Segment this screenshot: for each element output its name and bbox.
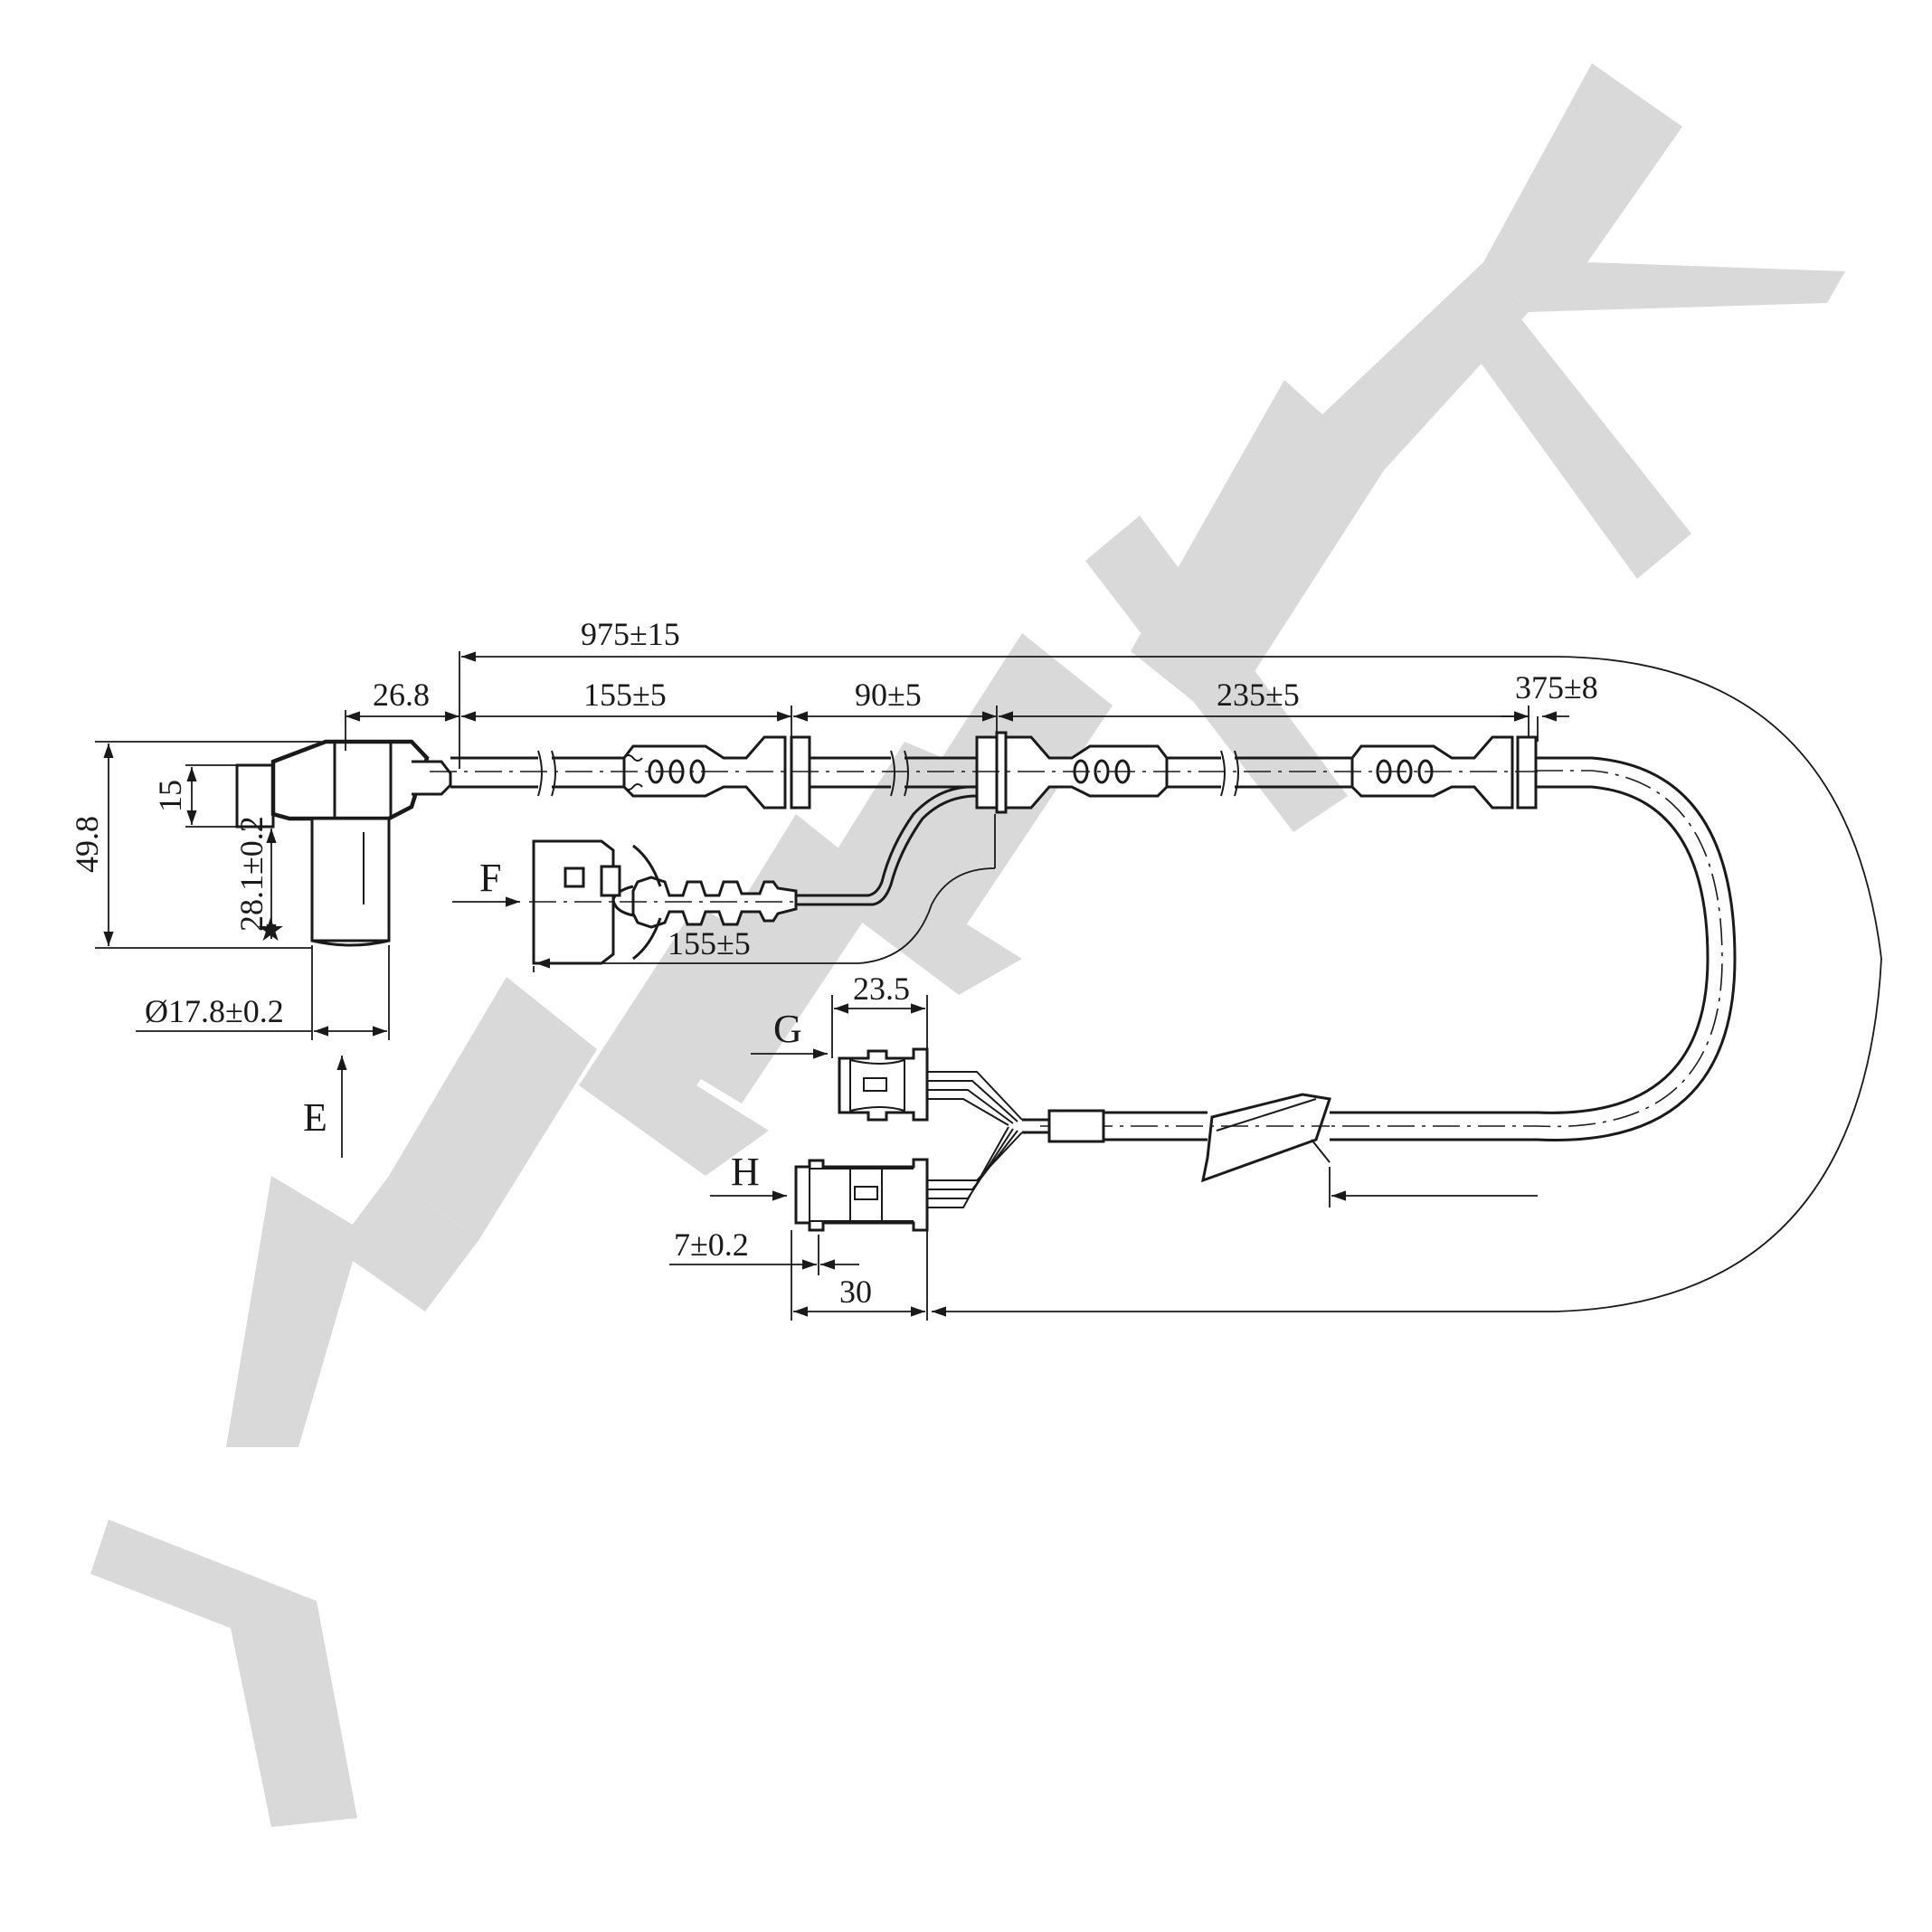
view-label-h: H — [731, 1150, 760, 1194]
main-cable — [430, 731, 1538, 814]
dim-connector-g-width: 23.5 — [853, 971, 910, 1007]
branch-f — [529, 785, 978, 965]
dim-branch-length: 155±5 — [668, 925, 751, 961]
view-labels: E F G H — [303, 856, 802, 1194]
dim-sensor-offset: 26.8 — [373, 677, 430, 713]
dim-probe-length: 28.1±0.2 — [233, 816, 270, 932]
connector-g — [838, 1047, 929, 1122]
dim-body-height: 49.8 — [69, 816, 105, 873]
view-label-f: F — [479, 856, 501, 900]
dim-connector-h-width: 30 — [839, 1274, 872, 1310]
view-label-e: E — [303, 1095, 327, 1140]
cable-loop — [927, 756, 1737, 1208]
dim-probe-diameter: Ø17.8±0.2 — [145, 993, 284, 1029]
dim-seg1: 155±5 — [583, 677, 667, 713]
view-label-g: G — [773, 1007, 802, 1051]
dim-seg2: 90±5 — [855, 677, 922, 713]
dim-overall-length: 975±15 — [581, 616, 680, 652]
dimension-labels: 975±15 26.8 155±5 90±5 235±5 375±8 49.8 … — [69, 616, 1598, 1310]
svg-text:★: ★ — [256, 912, 285, 948]
dim-head-height: 15 — [152, 780, 188, 812]
dim-seg3: 235±5 — [1217, 677, 1300, 713]
dimension-lines: ★ — [95, 651, 1882, 1321]
sensor-head — [235, 739, 452, 947]
dim-pin-offset: 7±0.2 — [674, 1226, 749, 1263]
connector-h — [794, 1158, 929, 1232]
dim-seg4: 375±8 — [1515, 669, 1598, 706]
